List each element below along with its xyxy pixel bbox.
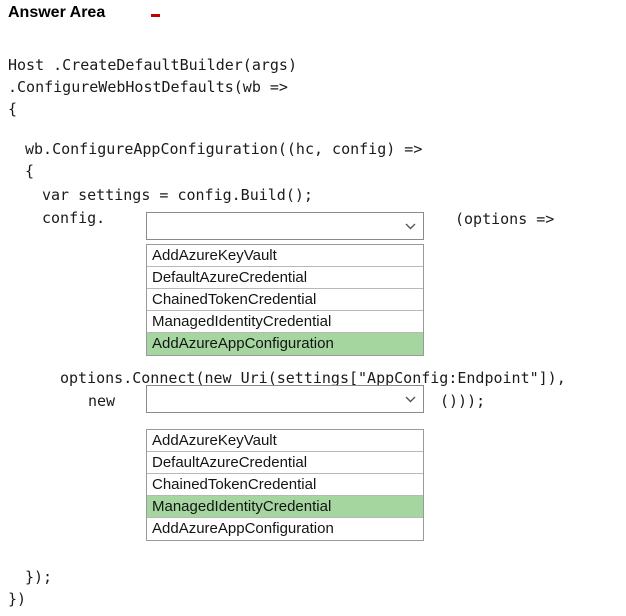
chevron-down-icon — [405, 396, 416, 403]
code-config-prefix: config. — [42, 209, 106, 227]
red-mark — [151, 14, 160, 17]
dropdown-option[interactable]: ChainedTokenCredential — [147, 474, 423, 496]
code-new-keyword: new — [88, 392, 116, 410]
dropdown-option[interactable]: DefaultAzureCredential — [147, 452, 423, 474]
code-line-webhost-defaults: .ConfigureWebHostDefaults(wb => — [8, 78, 288, 96]
dropdown-option[interactable]: AddAzureAppConfiguration — [147, 333, 423, 355]
dropdown-option[interactable]: ChainedTokenCredential — [147, 289, 423, 311]
dropdown-option[interactable]: DefaultAzureCredential — [147, 267, 423, 289]
code-line-close-brace-1: }); — [25, 568, 53, 586]
config-method-dropdown[interactable] — [146, 212, 424, 240]
code-line-close-brace-2: }) — [8, 590, 27, 608]
dropdown-option[interactable]: AddAzureAppConfiguration — [152, 520, 334, 537]
dropdown-option[interactable]: AddAzureKeyVault — [147, 430, 423, 452]
code-line-open-brace-2: { — [25, 162, 35, 180]
credential-dropdown[interactable] — [146, 385, 424, 413]
code-line-app-configuration: wb.ConfigureAppConfiguration((hc, config… — [25, 140, 423, 158]
code-options-lambda: (options => — [455, 210, 555, 228]
code-line-host-builder: Host .CreateDefaultBuilder(args) — [8, 56, 297, 74]
chevron-down-icon — [405, 223, 416, 230]
dropdown-option[interactable]: ManagedIdentityCredential — [147, 311, 423, 333]
dropdown-option[interactable]: AddAzureKeyVault — [147, 245, 423, 267]
code-closing-parens: ())); — [440, 392, 486, 410]
dropdown-option[interactable]: ManagedIdentityCredential — [147, 496, 423, 518]
page-title: Answer Area — [8, 4, 106, 21]
code-line-open-brace-1: { — [8, 100, 18, 118]
code-line-options-connect: options.Connect(new Uri(settings["AppCon… — [60, 369, 566, 387]
code-line-var-settings: var settings = config.Build(); — [42, 186, 313, 204]
